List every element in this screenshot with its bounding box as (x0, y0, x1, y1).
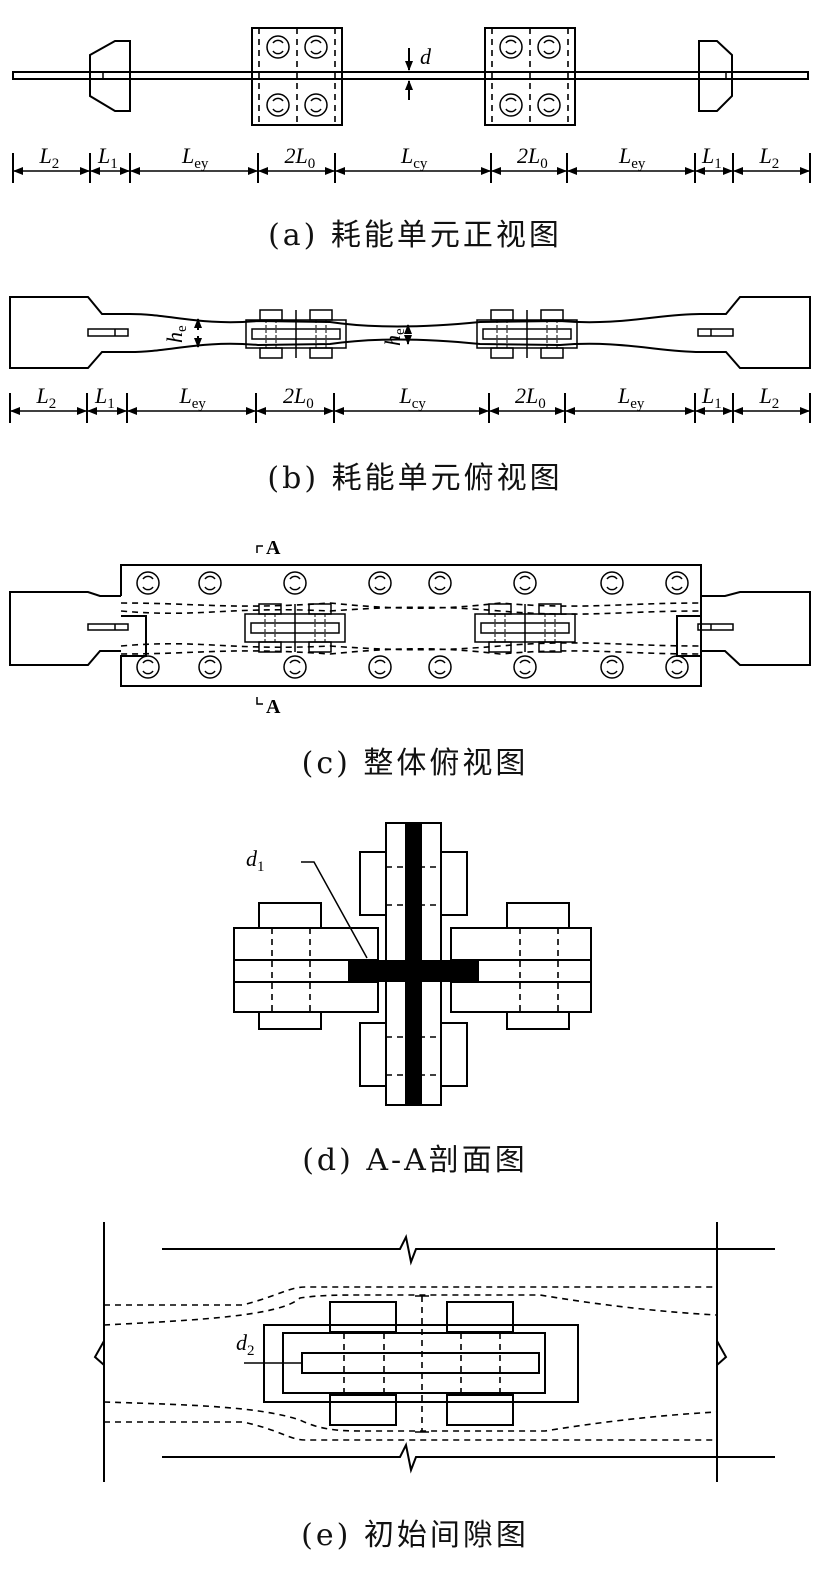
bolt-icon (665, 571, 689, 595)
bolt-icon (198, 655, 222, 679)
dim-label-L0: 2L0 (285, 143, 316, 172)
section-label-bottom: A (266, 696, 281, 718)
connector-right (474, 603, 576, 653)
section-label-top: A (266, 537, 281, 559)
dim-label-L2: L2 (759, 383, 780, 412)
bolt-icon (283, 655, 307, 679)
bolt-icon (136, 655, 160, 679)
section-mark-bottom (256, 697, 263, 705)
dimension-row-b: L2 L1 Ley 2L0 Lcy 2L0 Ley L1 L2 (9, 383, 811, 423)
dimension-row-a: L2 L1 Ley 2L0 Lcy 2L0 Ley L1 L2 (12, 143, 811, 183)
caption-d: (d) A-A剖面图 (302, 1143, 528, 1178)
width-label-he-1: he (162, 325, 190, 343)
plate-outline (9, 296, 811, 369)
dim-label-L0: 2L0 (517, 143, 548, 172)
dim-label-Lcy: Lcy (400, 143, 428, 172)
section-view: d1 (233, 822, 592, 1106)
bolt-icon (428, 571, 452, 595)
gap-label-d: d (420, 44, 432, 69)
bolt-icon (368, 655, 392, 679)
bolt-icon (428, 655, 452, 679)
bolt-icon (600, 655, 624, 679)
horizontal-core (348, 960, 479, 982)
bolt-icon (283, 571, 307, 595)
dim-label-L1: L1 (97, 143, 118, 172)
bolt-icon (665, 655, 689, 679)
caption-b: (b) 耗能单元俯视图 (267, 461, 563, 496)
break-left (93, 1340, 105, 1366)
cover-plate (120, 564, 702, 687)
bolt-icon (513, 655, 537, 679)
inner-plate (282, 1332, 546, 1394)
dim-label-Ley: Ley (179, 383, 207, 412)
section-mark-top (256, 545, 263, 553)
break-line-bottom (162, 1441, 775, 1474)
dim-label-Ley: Ley (181, 143, 209, 172)
core-plate (301, 1352, 540, 1374)
connector-right (476, 309, 578, 359)
label-d1: d1 (246, 846, 265, 875)
gap-view: d2 (93, 1222, 775, 1482)
end-block-right (698, 40, 733, 112)
dim-label-L0: 2L0 (515, 383, 546, 412)
d1-leader (301, 861, 368, 959)
top-view: he he (9, 296, 811, 369)
overall-view: A A (9, 537, 811, 718)
plate-strip (12, 71, 809, 80)
width-label-he-2: he (380, 328, 408, 346)
dim-label-Ley: Ley (617, 383, 645, 412)
caption-a: (a) 耗能单元正视图 (268, 218, 562, 253)
bolt-icon (136, 571, 160, 595)
dim-label-L1: L1 (701, 143, 722, 172)
slot-right (697, 328, 734, 337)
end-plate-left (9, 591, 121, 666)
break-line-top (162, 1233, 775, 1266)
slot-left (87, 328, 129, 337)
dim-label-L2: L2 (759, 143, 780, 172)
bolt-icon (198, 571, 222, 595)
end-block-left (89, 40, 131, 112)
dim-label-L1: L1 (94, 383, 115, 412)
dim-label-L0: 2L0 (283, 383, 314, 412)
label-d2: d2 (236, 1330, 255, 1359)
dim-label-Lcy: Lcy (399, 383, 427, 412)
break-right (716, 1340, 728, 1366)
clamp-right (484, 27, 576, 126)
clamp-left (251, 27, 343, 126)
dim-label-L1: L1 (701, 383, 722, 412)
bolt-icon (368, 571, 392, 595)
connector-left (245, 309, 347, 359)
front-view: d (12, 27, 809, 126)
bolt-icon (600, 571, 624, 595)
caption-c: (c) 整体俯视图 (301, 746, 529, 781)
end-plate-right (701, 591, 811, 666)
dim-label-Ley: Ley (618, 143, 646, 172)
bolt-icon (513, 571, 537, 595)
outer-plate (263, 1324, 579, 1403)
caption-e: (e) 初始间隙图 (301, 1518, 529, 1553)
dim-label-L2: L2 (39, 143, 60, 172)
dim-label-L2: L2 (36, 383, 57, 412)
